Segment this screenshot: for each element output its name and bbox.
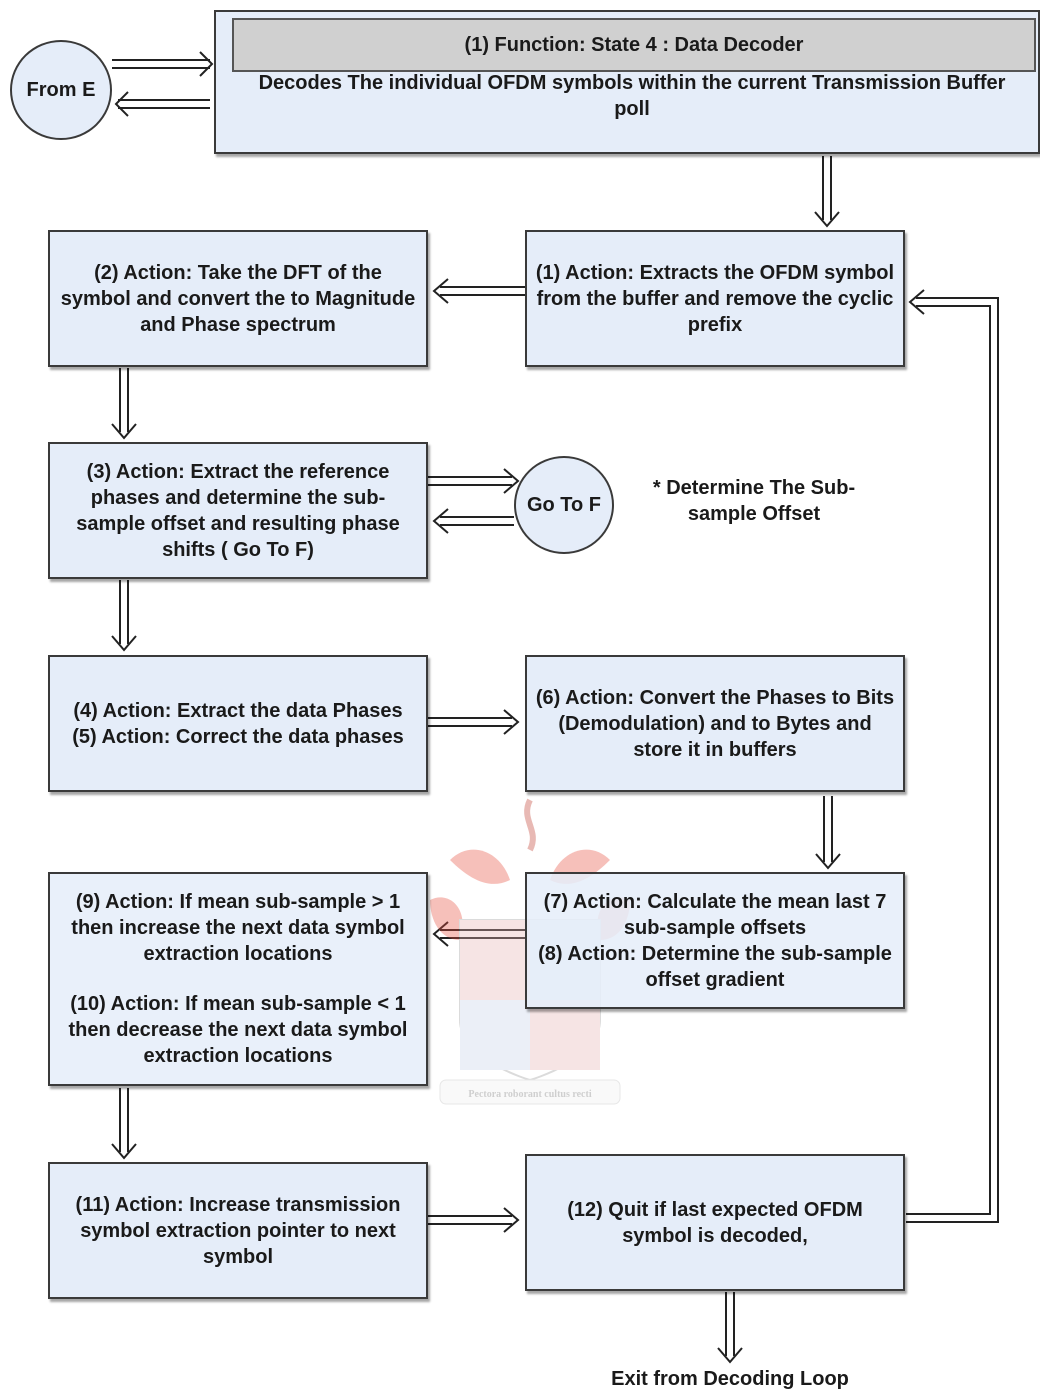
connector-go-to-f-label: Go To F xyxy=(526,493,602,516)
connector-go-to-f: Go To F xyxy=(514,456,614,554)
step-demodulate-text: (6) Action: Convert the Phases to Bits (… xyxy=(535,686,895,761)
function-header: (1) Function: State 4 : Data Decoder Dec… xyxy=(214,10,1040,154)
exit-label-text: Exit from Decoding Loop xyxy=(611,1368,849,1390)
step-mean-offsets-line2: (8) Action: Determine the sub-sample off… xyxy=(538,942,892,991)
step-adjust-para1: (9) Action: If mean sub-sample > 1 then … xyxy=(71,891,405,965)
connector-from-e-label: From E xyxy=(26,78,96,101)
step-data-phases: (4) Action: Extract the data Phases (5) … xyxy=(48,655,428,792)
step-quit-check-text: (12) Quit if last expected OFDM symbol i… xyxy=(567,1198,863,1247)
step-dft-text: (2) Action: Take the DFT of the symbol a… xyxy=(60,261,416,336)
step-extract-symbol-text: (1) Action: Extracts the OFDM symbol fro… xyxy=(535,261,895,336)
connector-from-e: From E xyxy=(10,40,112,140)
step-extract-symbol: (1) Action: Extracts the OFDM symbol fro… xyxy=(525,230,905,367)
step-dft: (2) Action: Take the DFT of the symbol a… xyxy=(48,230,428,367)
step-increase-pointer-text: (11) Action: Increase transmission symbo… xyxy=(75,1193,401,1268)
subsample-offset-note: * Determine The Sub-sample Offset xyxy=(640,475,868,527)
function-title-bar: (1) Function: State 4 : Data Decoder xyxy=(232,18,1036,72)
function-description: Decodes The individual OFDM symbols with… xyxy=(258,72,1006,120)
step-mean-offsets-line1: (7) Action: Calculate the mean last 7 su… xyxy=(543,890,887,939)
step-data-phases-line2: (5) Action: Correct the data phases xyxy=(72,725,404,748)
function-title: (1) Function: State 4 : Data Decoder xyxy=(464,33,804,56)
step-reference-phases-text: (3) Action: Extract the reference phases… xyxy=(76,460,400,561)
step-adjust-para2: (10) Action: If mean sub-sample < 1 then… xyxy=(68,993,408,1067)
step-quit-check: (12) Quit if last expected OFDM symbol i… xyxy=(525,1154,905,1291)
step-reference-phases: (3) Action: Extract the reference phases… xyxy=(48,442,428,579)
exit-label: Exit from Decoding Loop xyxy=(580,1366,880,1392)
step-demodulate: (6) Action: Convert the Phases to Bits (… xyxy=(525,655,905,792)
step-increase-pointer: (11) Action: Increase transmission symbo… xyxy=(48,1162,428,1299)
step-adjust-extraction: (9) Action: If mean sub-sample > 1 then … xyxy=(48,872,428,1086)
crest-motto: Pectora roborant cultus recti xyxy=(468,1089,591,1100)
step-mean-offsets: (7) Action: Calculate the mean last 7 su… xyxy=(525,872,905,1009)
step-data-phases-line1: (4) Action: Extract the data Phases xyxy=(73,699,403,722)
subsample-offset-note-text: * Determine The Sub-sample Offset xyxy=(652,477,856,525)
